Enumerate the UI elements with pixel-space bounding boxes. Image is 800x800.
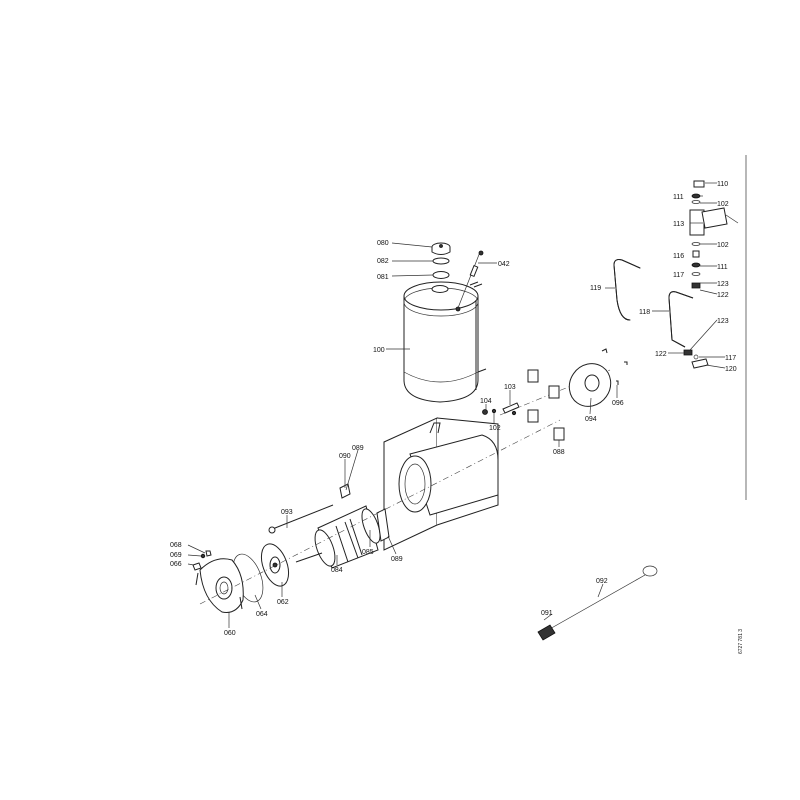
label-103: 103 xyxy=(504,384,516,391)
label-122b: 122 xyxy=(655,351,667,358)
tank-100 xyxy=(403,281,487,403)
ignition-cable-092 xyxy=(537,565,658,641)
label-104: 104 xyxy=(480,398,492,405)
label-110: 110 xyxy=(717,181,728,188)
burner-tube-084 xyxy=(295,505,381,569)
plates-088 xyxy=(527,369,565,441)
label-119: 119 xyxy=(590,285,601,292)
bolt-093 xyxy=(269,504,334,531)
label-094: 094 xyxy=(585,416,597,423)
pipe-118 xyxy=(668,291,694,348)
label-123a: 123 xyxy=(717,281,729,288)
label-123b: 123 xyxy=(717,318,729,325)
label-089a: 089 xyxy=(352,445,364,452)
label-042: 042 xyxy=(498,261,510,268)
label-102b: 102 xyxy=(717,242,729,249)
label-089b: 089 xyxy=(391,556,403,563)
clips-096 xyxy=(601,348,628,385)
label-082: 082 xyxy=(377,258,389,265)
part-labels: 080 082 081 042 100 119 118 110 111 102 … xyxy=(170,181,744,654)
label-118: 118 xyxy=(639,309,650,316)
label-060: 060 xyxy=(224,630,236,637)
label-093: 093 xyxy=(281,509,293,516)
leader-lines xyxy=(187,182,726,628)
label-085: 085 xyxy=(362,549,374,556)
label-069: 069 xyxy=(170,552,182,559)
label-084: 084 xyxy=(331,567,343,574)
pump-113 xyxy=(683,180,739,369)
label-064: 064 xyxy=(256,611,268,618)
label-120: 120 xyxy=(725,366,737,373)
disc-094 xyxy=(568,363,612,407)
flange-062 xyxy=(260,543,290,587)
drawing-code: 6727 781 3 xyxy=(738,629,744,654)
label-080: 080 xyxy=(377,240,389,247)
seal-082 xyxy=(432,257,450,265)
label-117a: 117 xyxy=(673,272,684,279)
bracket-089 xyxy=(339,483,390,542)
label-062: 062 xyxy=(277,599,289,606)
label-111b: 111 xyxy=(717,264,728,271)
label-096: 096 xyxy=(612,400,624,407)
ring-081 xyxy=(432,271,450,279)
sensor-042 xyxy=(457,250,484,309)
label-090: 090 xyxy=(339,453,351,460)
label-111a: 111 xyxy=(673,194,684,201)
bolt-head-093 xyxy=(268,526,276,534)
label-100: 100 xyxy=(373,347,385,354)
label-092: 092 xyxy=(596,578,608,585)
label-116: 116 xyxy=(673,253,684,260)
cap-080 xyxy=(431,242,451,255)
pipe-119 xyxy=(613,259,641,321)
label-066: 066 xyxy=(170,561,182,568)
fittings-103-104 xyxy=(482,402,520,416)
small-parts-066-069-068 xyxy=(192,550,212,571)
label-122a: 122 xyxy=(717,292,729,299)
label-102a: 102 xyxy=(717,201,729,208)
label-113: 113 xyxy=(673,221,684,228)
label-068: 068 xyxy=(170,542,182,549)
label-117b: 117 xyxy=(725,355,736,362)
label-081: 081 xyxy=(377,274,389,281)
label-091: 091 xyxy=(541,610,553,617)
combustion-chamber xyxy=(383,417,499,551)
label-102c: 102 xyxy=(489,425,501,432)
label-088: 088 xyxy=(553,449,565,456)
assembly-axis xyxy=(199,419,561,605)
